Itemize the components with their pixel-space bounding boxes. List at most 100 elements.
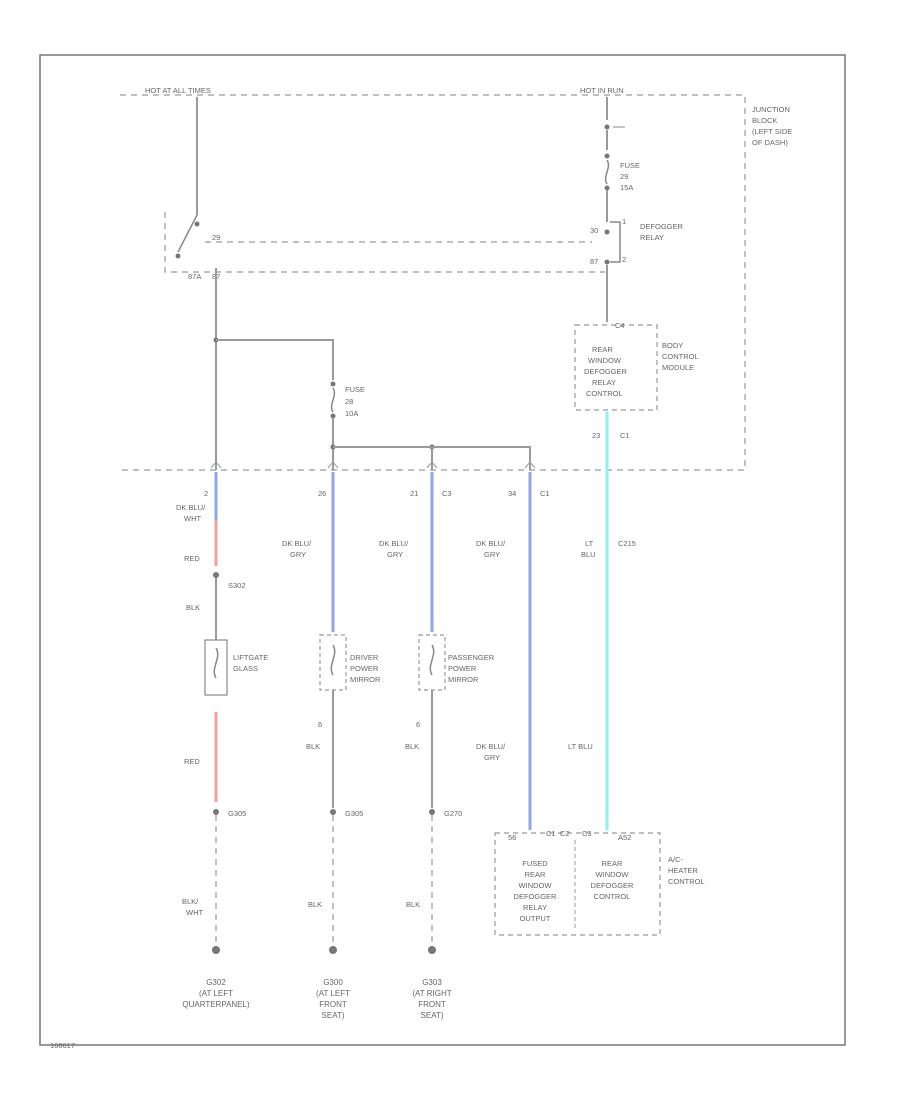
ground-g300-label: G300 (AT LEFT FRONT SEAT) (316, 978, 350, 1020)
svg-text:GLASS: GLASS (233, 664, 258, 673)
branch2-color4: BLK (306, 742, 320, 751)
branch1-color5b: WHT (186, 908, 203, 917)
branch2-color1: DK BLU/ (282, 539, 312, 548)
branch-to-fuse-28-wire (216, 339, 334, 380)
hvac-pin-labels: 56 C1 C2 C3 A52 (508, 829, 631, 842)
svg-text:DRIVER: DRIVER (350, 653, 379, 662)
branch2-dev-pin: 6 (318, 720, 322, 729)
svg-text:OUTPUT: OUTPUT (520, 914, 551, 923)
relay-pin-2: 2 (622, 255, 626, 264)
ac-heater-control-box (494, 832, 661, 936)
branch4-color1b: GRY (484, 550, 500, 559)
junction-block-name: JUNCTION BLOCK (LEFT SIDE OF DASH) (752, 105, 792, 147)
ground-g302-icon (212, 946, 220, 954)
svg-text:WINDOW: WINDOW (588, 356, 622, 365)
svg-text:(LEFT SIDE: (LEFT SIDE (752, 127, 792, 136)
branch3-pin: 21 (410, 489, 418, 498)
svg-text:BLOCK: BLOCK (752, 116, 777, 125)
branch2-color1b: GRY (290, 550, 306, 559)
branch4-color4b: GRY (484, 753, 500, 762)
ground-g303-icon (428, 946, 436, 954)
passenger-mirror-label: PASSENGER POWER MIRROR (448, 653, 495, 684)
svg-text:DEFOGGER: DEFOGGER (514, 892, 558, 901)
svg-text:WINDOW: WINDOW (596, 870, 630, 879)
branch3-dev-pin: 6 (416, 720, 420, 729)
svg-text:A/C-: A/C- (668, 855, 684, 864)
branch1-color2: RED (184, 554, 200, 563)
branch3-conn: C3 (442, 489, 452, 498)
branch4-color1: DK BLU/ (476, 539, 506, 548)
ground-g302-label: G302 (AT LEFT QUARTERPANEL) (182, 978, 250, 1009)
hot-right-label: HOT IN RUN (580, 86, 624, 95)
svg-text:C3: C3 (582, 829, 592, 838)
svg-text:CONTROL: CONTROL (594, 892, 631, 901)
bcm-inner-label: REAR WINDOW DEFOGGER RELAY CONTROL (584, 345, 628, 398)
svg-text:G302: G302 (206, 978, 226, 987)
branch1-pin: 2 (204, 489, 208, 498)
relay-switch-contact (177, 214, 198, 253)
branch3-ground-splice: G270 (444, 809, 462, 818)
diagram-border (39, 54, 846, 1046)
relay-dashed-box-left (164, 212, 605, 273)
branch2-color5: BLK (308, 900, 322, 909)
bcm-pin-23: 23 (592, 431, 600, 440)
junction-block-outline (120, 94, 746, 471)
bcm-pin-label: C4 (615, 321, 625, 330)
relay-pin-30: 30 (590, 226, 598, 235)
svg-text:A52: A52 (618, 833, 631, 842)
svg-text:CONTROL: CONTROL (586, 389, 623, 398)
svg-text:OF DASH): OF DASH) (752, 138, 788, 147)
connector-markers (210, 461, 536, 469)
hvac-left-label: FUSED REAR WINDOW DEFOGGER RELAY OUTPUT (514, 859, 558, 923)
fuse-mid-number: 28 (345, 397, 353, 406)
relay-pin-1: 1 (622, 217, 626, 226)
splice-s302 (213, 572, 219, 578)
svg-text:WINDOW: WINDOW (519, 881, 553, 890)
hot-left-label: HOT AT ALL TIMES (145, 86, 211, 95)
branch3-color4: BLK (405, 742, 419, 751)
branch1-color1b: WHT (184, 514, 201, 523)
bcm-wire-color2: LT BLU (568, 742, 593, 751)
branch1-color4: RED (184, 757, 200, 766)
svg-text:REAR: REAR (602, 859, 623, 868)
bcm-wire-color: LT (585, 539, 594, 548)
svg-text:C1: C1 (546, 829, 556, 838)
fuse-top-label: FUSE (620, 161, 640, 170)
svg-text:56: 56 (508, 833, 516, 842)
svg-text:FRONT: FRONT (418, 1000, 446, 1009)
liftgate-glass-element (204, 639, 228, 696)
branch2-pin: 26 (318, 489, 326, 498)
branch1-color1: DK BLU/ (176, 503, 206, 512)
svg-text:FUSED: FUSED (522, 859, 548, 868)
driver-mirror-label: DRIVER POWER MIRROR (350, 653, 381, 684)
relay-pin-87: 87 (590, 257, 598, 266)
svg-text:POWER: POWER (448, 664, 477, 673)
svg-text:DEFOGGER: DEFOGGER (640, 222, 684, 231)
svg-text:RELAY: RELAY (592, 378, 616, 387)
svg-text:(AT LEFT: (AT LEFT (316, 989, 350, 998)
branch1-color5: BLK/ (182, 897, 199, 906)
fuse-top-number: 29 (620, 172, 628, 181)
svg-text:(AT RIGHT: (AT RIGHT (412, 989, 451, 998)
svg-text:MODULE: MODULE (662, 363, 694, 372)
branch1-splice: S302 (228, 581, 246, 590)
svg-text:LIFTGATE: LIFTGATE (233, 653, 268, 662)
body-control-module-box (574, 324, 658, 411)
branch1-ground-splice: G305 (228, 809, 246, 818)
svg-text:G300: G300 (323, 978, 343, 987)
svg-text:DEFOGGER: DEFOGGER (584, 367, 628, 376)
fuse-mid-label: FUSE (345, 385, 365, 394)
svg-text:MIRROR: MIRROR (448, 675, 479, 684)
bcm-wire-color-b: BLU (581, 550, 596, 559)
hvac-name-label: A/C- HEATER CONTROL (668, 855, 705, 886)
ground-g303-label: G303 (AT RIGHT FRONT SEAT) (412, 978, 451, 1020)
defogger-relay-symbol (610, 221, 621, 263)
svg-text:SEAT): SEAT) (322, 1011, 345, 1020)
svg-text:C2: C2 (560, 829, 570, 838)
fuse-top-rating: 15A (620, 183, 633, 192)
bcm-wire-conn: C215 (618, 539, 636, 548)
svg-text:HEATER: HEATER (668, 866, 698, 875)
defogger-relay-label: DEFOGGER RELAY (640, 222, 684, 242)
svg-text:CONTROL: CONTROL (662, 352, 699, 361)
svg-text:QUARTERPANEL): QUARTERPANEL) (182, 1000, 250, 1009)
